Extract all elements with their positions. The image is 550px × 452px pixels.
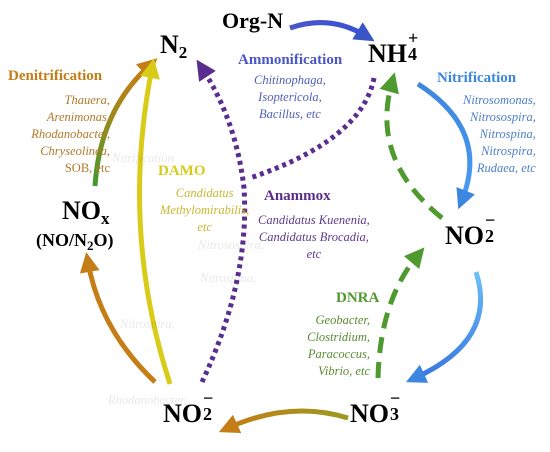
nox-detail-suffix: O) — [93, 230, 114, 250]
n2-subscript: 2 — [178, 43, 188, 62]
n2-base: N — [160, 30, 179, 59]
faded-background-text: Nitrosospira, — [198, 238, 264, 252]
organism-line: Paracoccus, — [307, 347, 370, 361]
organism-line: Bacillus, etc — [259, 107, 321, 121]
damo-label: DAMO — [158, 163, 206, 179]
nox-detail: (NO/N2O) — [36, 230, 114, 254]
arrow-dnra-no3-to-no2 — [375, 247, 425, 379]
no2-right-charge: − — [485, 210, 496, 230]
arrow-denitrification-nox-to-n2 — [92, 58, 158, 187]
organism-line: Methylomirabilis, — [160, 203, 250, 217]
no3-node: NO−3 — [350, 388, 403, 429]
arrow-denitrification-no3-to-no2 — [218, 408, 349, 434]
arrow-nitrification-nh4-to-no2 — [416, 81, 475, 210]
organism-line: Nitrosomonas, — [463, 93, 536, 107]
no2-bottom-charge-stack: −2 — [202, 388, 216, 424]
org-n-label: Org-N — [222, 8, 283, 34]
no2-right-base: NO — [445, 221, 484, 250]
org-n-text: Org-N — [222, 8, 284, 33]
organism-line: Chryseolinea, — [40, 144, 110, 158]
faded-background-text: Nitrospira, — [120, 317, 175, 331]
faded-background-text: Nitrospina, — [200, 271, 257, 285]
organism-line: Candidatus Kuenenia, — [258, 213, 370, 227]
arrow-anammox-nh4-branch — [249, 77, 377, 181]
no2-right-subscript: 2 — [485, 226, 494, 246]
organism-line: Isoptericola, — [258, 90, 322, 104]
dnra-organisms: Geobacter, Clostridium, Paracoccus, Vibr… — [300, 312, 370, 380]
ammonification-organisms: Chitinophaga, Isoptericola, Bacillus, et… — [254, 72, 326, 123]
nox-detail-subscript: 2 — [87, 238, 94, 253]
organism-line: Clostridium, — [307, 330, 370, 344]
nitrification-organisms: Nitrosomonas, Nitrosospira, Nitrospina, … — [463, 92, 536, 177]
organism-line: Candidatus — [175, 186, 234, 200]
anammox-organisms: Candidatus Kuenenia, Candidatus Brocadia… — [258, 212, 370, 263]
arrow-damo-no2-to-n2 — [137, 58, 173, 385]
organism-line: Thauera, — [64, 93, 111, 107]
no2-bottom-node: NO−2 — [163, 388, 216, 429]
denitrification-organisms: Thauera, Arenimonas, Rhodanobacter, Chry… — [8, 92, 110, 177]
arrow-anammox-no2-to-n2 — [196, 59, 248, 384]
nox-detail-prefix: (NO/N — [36, 230, 87, 250]
denitrification-label: Denitrification — [8, 68, 103, 84]
no2-bottom-subscript: 2 — [203, 404, 212, 424]
arrow-dnra-no2-to-nh4 — [379, 72, 444, 220]
nh4-subscript: 4 — [408, 44, 417, 64]
nh4-charge-stack: +4 — [407, 28, 421, 64]
nox-base: NO — [62, 196, 101, 225]
no3-charge-stack: −3 — [389, 388, 403, 424]
no2-bottom-charge: − — [203, 388, 214, 408]
nox-node: NOx — [62, 196, 110, 229]
arrow-nitrification-no2-to-no3 — [405, 271, 484, 383]
nox-subscript: x — [101, 209, 110, 228]
organism-line: Nitrosospira, — [469, 110, 536, 124]
no2-right-node: NO−2 — [445, 210, 498, 251]
arrow-org-n-to-nh4 — [289, 20, 375, 42]
nitrification-label: Nitrification — [437, 70, 517, 86]
faded-background-text: Rhodanobacter, — [108, 393, 187, 407]
no3-base: NO — [350, 399, 389, 428]
anammox-label: Anammox — [264, 188, 331, 204]
no3-charge: − — [390, 388, 401, 408]
n2-node: N2 — [160, 30, 187, 63]
organism-line: Rhodanobacter, — [31, 127, 110, 141]
ammonification-label: Ammonification — [238, 52, 343, 68]
damo-organisms: Candidatus Methylomirabilis, etc — [160, 185, 249, 236]
organism-line: Rudaea, etc — [476, 161, 536, 175]
no2-bottom-base: NO — [163, 399, 202, 428]
organism-line: Nitrospina, — [479, 127, 536, 141]
nh4-node: NH+4 — [368, 28, 421, 69]
organism-line: etc — [306, 247, 322, 261]
arrow-denitrification-no2-to-nox — [79, 252, 157, 384]
organism-line: Geobacter, — [315, 313, 371, 327]
dnra-label: DNRA — [336, 290, 380, 306]
no2-right-charge-stack: −2 — [484, 210, 498, 246]
organism-line: Vibrio, etc — [318, 364, 370, 378]
organism-line: Arenimonas, — [46, 110, 110, 124]
nh4-base: NH — [368, 39, 407, 68]
no3-subscript: 3 — [390, 404, 399, 424]
organism-line: SOB, etc — [64, 161, 110, 175]
faded-background-text: Nitrification — [112, 151, 174, 165]
organism-line: etc — [197, 220, 212, 234]
nh4-charge: + — [408, 28, 419, 48]
organism-line: Chitinophaga, — [254, 73, 326, 87]
organism-line: Candidatus Brocadia, — [258, 230, 369, 244]
organism-line: Nitrospira, — [481, 144, 536, 158]
